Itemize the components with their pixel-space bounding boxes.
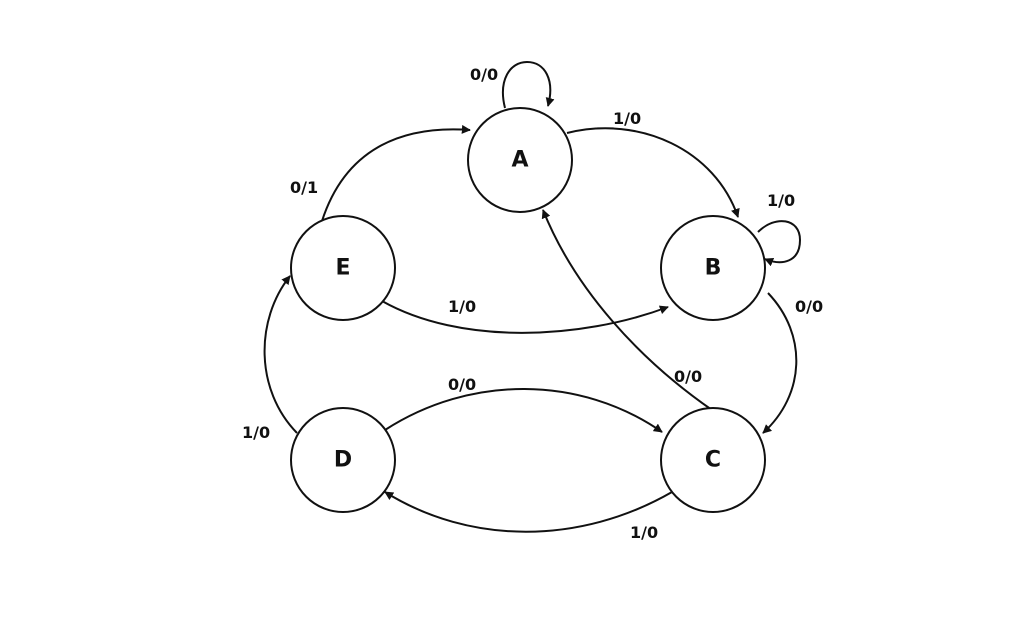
transition-label-c-d: 1/0 bbox=[630, 523, 658, 542]
state-c: C bbox=[660, 407, 766, 513]
state-e-label: E bbox=[335, 256, 350, 281]
state-e: E bbox=[290, 215, 396, 321]
transition-label-c-a: 0/0 bbox=[674, 367, 702, 386]
state-d: D bbox=[290, 407, 396, 513]
state-c-label: C bbox=[705, 448, 721, 473]
state-d-label: D bbox=[334, 448, 352, 473]
transition-e-b bbox=[381, 300, 669, 334]
state-c-circle bbox=[660, 407, 766, 513]
state-b-circle bbox=[660, 215, 766, 321]
transition-d-c bbox=[384, 388, 663, 433]
transition-c-a bbox=[541, 209, 713, 411]
transition-labels: 0/0 1/0 1/0 0/0 0/0 1/0 0/0 1/0 0/1 1/0 bbox=[242, 65, 823, 542]
states: A B C D E bbox=[290, 107, 766, 513]
state-a-label: A bbox=[511, 148, 528, 173]
transition-d-e bbox=[263, 275, 298, 434]
transition-label-b-b: 1/0 bbox=[767, 191, 795, 210]
transition-label-e-b: 1/0 bbox=[448, 297, 476, 316]
transitions bbox=[263, 60, 802, 533]
transition-label-a-b: 1/0 bbox=[613, 109, 641, 128]
transition-label-d-c: 0/0 bbox=[448, 375, 476, 394]
transition-e-a bbox=[321, 124, 471, 222]
state-a-circle bbox=[467, 107, 573, 213]
transition-label-e-a: 0/1 bbox=[290, 178, 318, 197]
transition-b-b bbox=[757, 220, 802, 267]
state-b: B bbox=[660, 215, 766, 321]
state-a: A bbox=[467, 107, 573, 213]
transition-a-b bbox=[566, 127, 740, 218]
transition-label-b-c: 0/0 bbox=[795, 297, 823, 316]
state-d-circle bbox=[290, 407, 396, 513]
transition-b-c bbox=[762, 292, 798, 434]
transition-label-a-a: 0/0 bbox=[470, 65, 498, 84]
transition-label-d-e: 1/0 bbox=[242, 423, 270, 442]
transition-c-d bbox=[384, 491, 673, 533]
state-b-label: B bbox=[705, 256, 722, 281]
state-e-circle bbox=[290, 215, 396, 321]
transition-a-a bbox=[501, 60, 555, 109]
